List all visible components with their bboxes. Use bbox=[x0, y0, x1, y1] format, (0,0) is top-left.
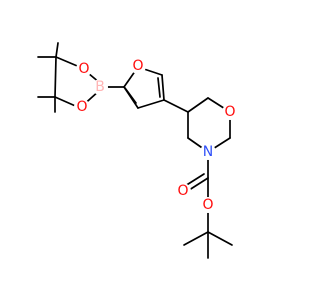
atom-furan-oxygen: O bbox=[130, 58, 146, 74]
bond bbox=[54, 56, 57, 98]
bond bbox=[124, 87, 137, 104]
atom-pinacol-oxygen-bottom: O bbox=[74, 99, 90, 115]
morpholine-nitrogen-label: N bbox=[203, 144, 213, 160]
atom-carbamate-oxygen-carbonyl: O bbox=[175, 183, 191, 199]
carbamate-oxygen-carbonyl-label: O bbox=[177, 183, 188, 199]
bond bbox=[55, 42, 59, 58]
bond bbox=[161, 74, 165, 101]
pinacol-oxygen-top-label: O bbox=[78, 61, 89, 77]
atom-pinacol-oxygen-top: O bbox=[76, 61, 92, 77]
morpholine-oxygen-label: O bbox=[224, 104, 235, 120]
structure-diagram: O B O O O N O O bbox=[37, 42, 238, 259]
bond bbox=[137, 99, 165, 109]
bond bbox=[183, 231, 209, 246]
atom-carbamate-oxygen-ester: O bbox=[200, 197, 216, 213]
bond bbox=[163, 99, 189, 113]
carbamate-oxygen-ester-label: O bbox=[202, 197, 213, 213]
boron-label: B bbox=[95, 79, 105, 95]
pinacol-oxygen-bottom-label: O bbox=[76, 99, 87, 115]
atom-morpholine-nitrogen: N bbox=[200, 144, 216, 160]
atom-boron: B bbox=[92, 79, 108, 95]
bond bbox=[157, 77, 161, 98]
atom-morpholine-oxygen: O bbox=[222, 104, 238, 120]
furan-oxygen-label: O bbox=[132, 58, 143, 74]
molecule-drawing: O B O O O N O O bbox=[37, 42, 238, 259]
bond bbox=[184, 173, 205, 187]
atom-labels: O B O O O N O O bbox=[74, 58, 238, 213]
bond bbox=[187, 97, 209, 113]
bond bbox=[207, 231, 233, 246]
